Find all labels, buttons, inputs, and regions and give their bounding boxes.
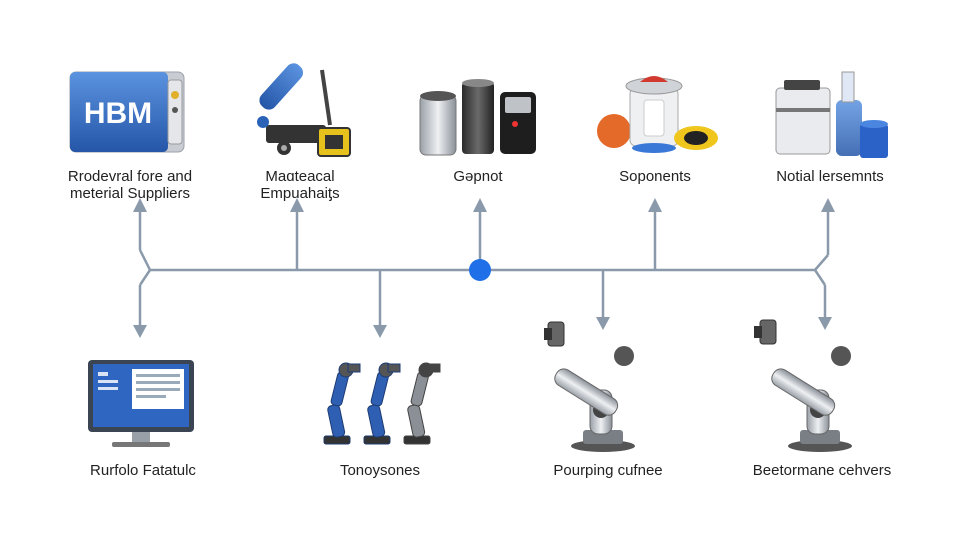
arrow-up-2 [290,198,304,212]
arrow-up-4 [648,198,662,212]
monitor-icon [88,360,194,447]
bottom-node-label-3: Pourping cufnee [553,462,663,479]
bottom-node-label-4: Beetormane cehvers [752,462,892,479]
arrow-up-3 [473,198,487,212]
arrow-down-3 [596,317,610,330]
hardware-cylinders-icon [419,79,536,156]
arrowheads [133,198,835,338]
arrow-up-5 [821,198,835,212]
machine-tool-icon [257,63,351,157]
hbm-logo-text: HBM [84,97,152,130]
left-bend-connector [138,249,152,286]
components-icon [597,76,718,153]
arrow-down-4 [818,317,832,330]
industrial-robot-icon [754,319,852,452]
top-node-label-3: Gəpnot [453,168,503,185]
arrow-up-1 [133,198,147,212]
hbm-server-icon: HBM [69,71,185,153]
right-bend-connector [814,254,829,271]
top-node-label-1: Rrodevral fore and meterial Supplieɾs [67,168,193,202]
right-bend-connector-lower [813,269,827,286]
industrial-robot-icon [544,321,635,452]
robot-arms-icon [323,362,441,445]
lab-containers-icon [775,71,888,158]
bottom-node-label-1: Rurfolo Fatatulc [90,462,196,479]
top-node-label-4: Soponents [619,168,691,185]
hub-node [469,259,491,281]
top-node-label-5: Notial lersemnts [776,168,884,185]
arrow-down-1 [133,325,147,338]
top-node-label-2: Maɑteacal Empuahaiƫs [260,168,340,202]
bottom-node-label-2: Tonoysones [339,462,421,479]
arrow-down-2 [373,325,387,338]
